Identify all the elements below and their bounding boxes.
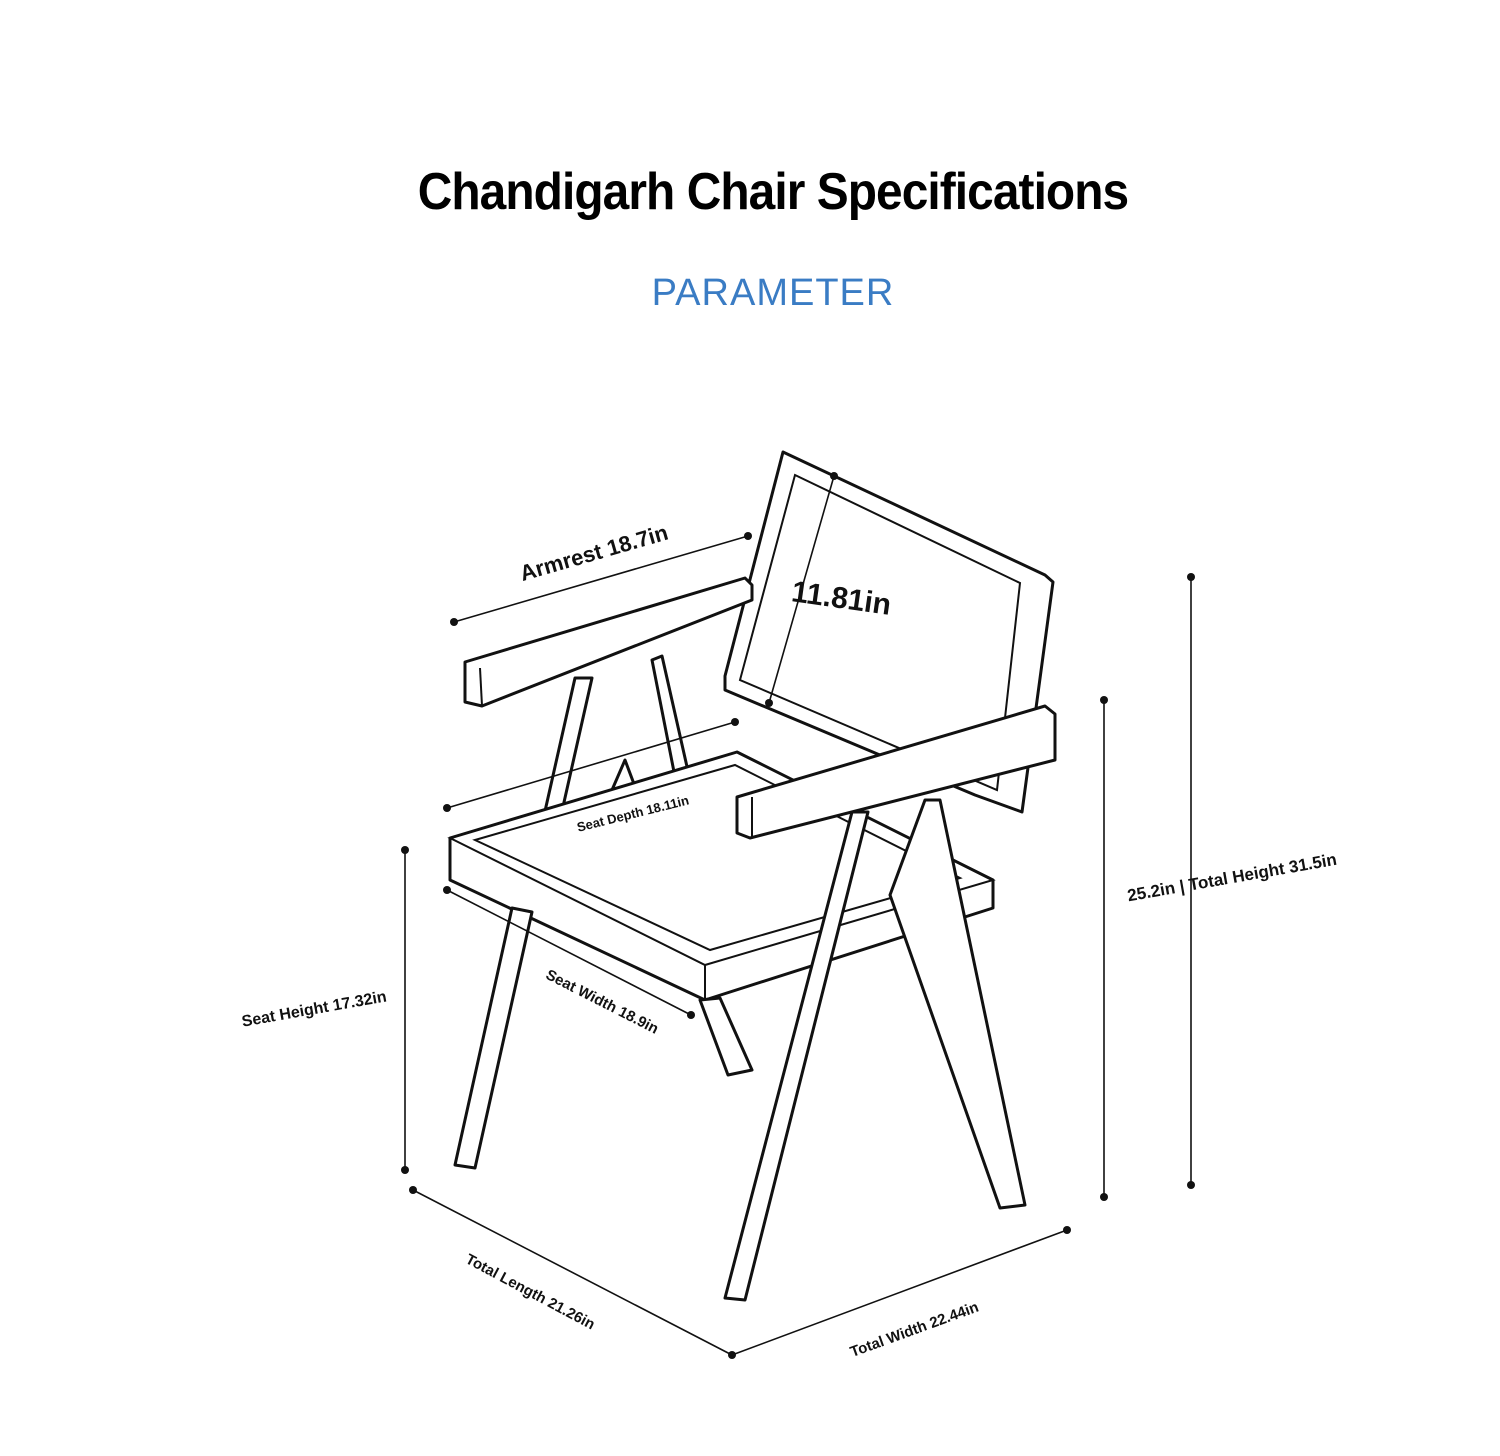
chair-drawing bbox=[447, 450, 1057, 1302]
seat-height-label: Seat Height 17.32in bbox=[240, 988, 387, 1030]
dimension-lines bbox=[401, 472, 1195, 1359]
total-width-label: Total Width 22.44in bbox=[848, 1299, 981, 1361]
subtitle: PARAMETER bbox=[651, 272, 895, 314]
right-armrest bbox=[735, 704, 1057, 840]
backrest bbox=[723, 450, 1055, 814]
seat-width-label: Seat Width 18.9in bbox=[543, 966, 661, 1037]
left-armrest bbox=[463, 576, 754, 708]
height-label: 25.2in | Total Height 31.5in bbox=[1126, 850, 1338, 906]
armrest-label: Armrest 18.7in bbox=[517, 520, 671, 586]
back-left-support bbox=[650, 654, 692, 784]
front-left-leg bbox=[453, 906, 534, 1170]
back-right-leg bbox=[888, 798, 1027, 1210]
page-title: Chandigarh Chair Specifications bbox=[417, 163, 1129, 221]
front-right-leg bbox=[723, 810, 870, 1302]
seat-cane-panel bbox=[472, 763, 963, 952]
rear-right-leg-visible bbox=[698, 996, 754, 1077]
total-length-label: Total Length 21.26in bbox=[463, 1251, 598, 1334]
backrest-cane-panel bbox=[738, 473, 1022, 792]
